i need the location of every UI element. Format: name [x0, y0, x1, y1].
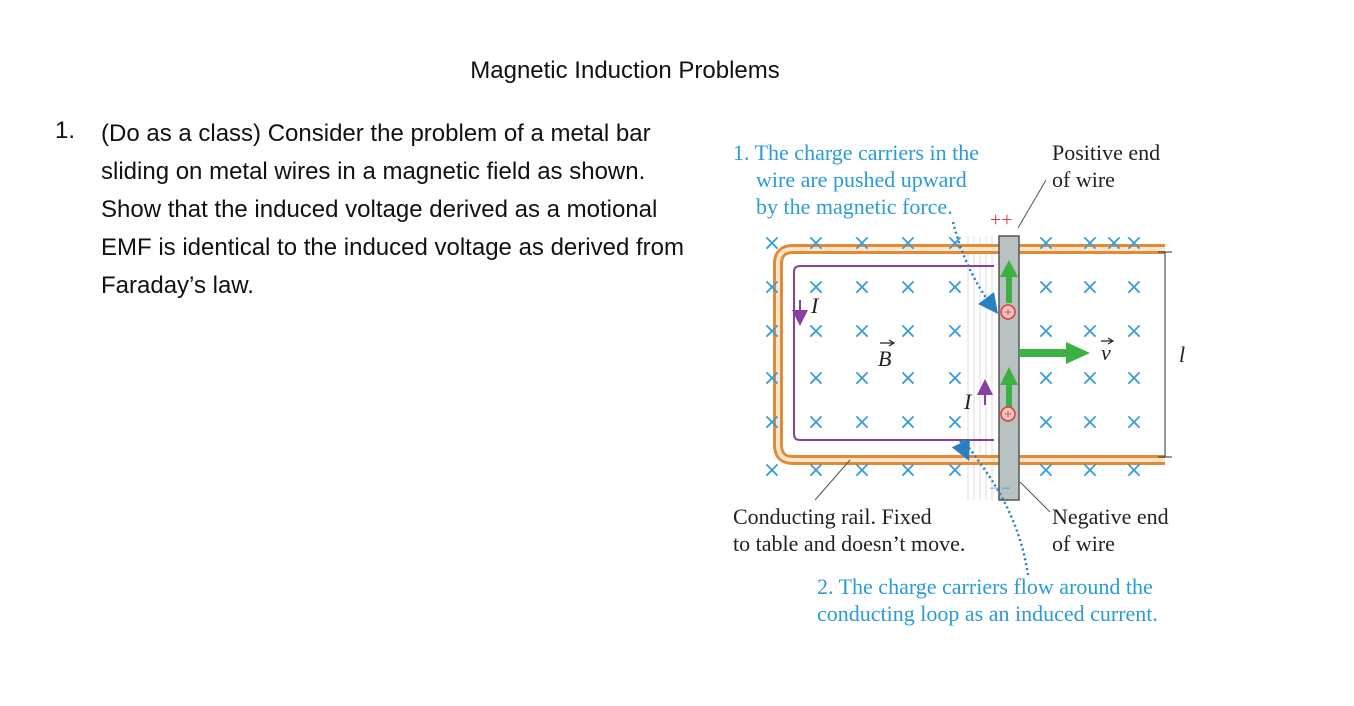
plus-marks: ++	[990, 209, 1013, 231]
field-x-marker: ×	[946, 366, 964, 391]
negative-end-label: Negative end of wire	[1052, 504, 1169, 556]
problem-text: (Do as a class) Consider the problem of …	[101, 120, 684, 299]
conducting-rail	[773, 244, 1165, 465]
minus-marks: – –	[989, 479, 1011, 496]
rail-label: Conducting rail. Fixed to table and does…	[733, 504, 965, 556]
field-x-marker: ×	[763, 231, 781, 256]
svg-text:+: +	[1004, 305, 1011, 319]
positive-charge-top: +	[1000, 304, 1016, 320]
field-x-marker: ×	[807, 366, 825, 391]
field-x-marker: ×	[853, 458, 871, 483]
field-x-marker: ×	[1125, 231, 1143, 256]
positive-charge-bottom: +	[1000, 406, 1016, 422]
field-x-marker: ×	[1125, 410, 1143, 435]
field-x-marker: ×	[1081, 319, 1099, 344]
field-x-marker: ×	[1081, 366, 1099, 391]
field-x-marker: ×	[1081, 410, 1099, 435]
force-arrows	[1000, 260, 1018, 411]
field-vector-arrow	[880, 339, 896, 347]
svg-text:of wire: of wire	[1052, 167, 1115, 192]
field-x-marker: ×	[763, 458, 781, 483]
field-x-marker: ×	[1081, 458, 1099, 483]
field-x-marker: ×	[1125, 366, 1143, 391]
field-x-marker: ×	[763, 319, 781, 344]
field-x-marker: ×	[1081, 275, 1099, 300]
field-x-marker: ×	[853, 275, 871, 300]
velocity-label: v	[1101, 340, 1111, 365]
field-x-marker: ×	[946, 275, 964, 300]
field-x-marker: ×	[1125, 275, 1143, 300]
field-x-marker: ×	[899, 319, 917, 344]
field-x-marker: ×	[899, 458, 917, 483]
svg-text:to table and doesn’t move.: to table and doesn’t move.	[733, 531, 965, 556]
callout2-text: 2. The charge carriers flow around the c…	[817, 574, 1158, 626]
field-x-marker: ×	[763, 275, 781, 300]
field-x-marker: ×	[807, 458, 825, 483]
field-x-marker: ×	[899, 231, 917, 256]
field-x-marker: ×	[807, 231, 825, 256]
svg-text:by the magnetic force.: by the magnetic force.	[756, 194, 953, 219]
svg-text:of wire: of wire	[1052, 531, 1115, 556]
svg-text:+: +	[1004, 407, 1011, 421]
field-x-marker: ×	[946, 458, 964, 483]
field-x-marker: ×	[1037, 458, 1055, 483]
field-x-marker: ×	[899, 275, 917, 300]
negative-end-leader	[1019, 481, 1051, 513]
field-x-marker: ×	[1037, 231, 1055, 256]
current-label-top: I	[810, 293, 820, 318]
svg-text:wire are pushed upward: wire are pushed upward	[756, 167, 967, 192]
field-x-marker: ×	[807, 410, 825, 435]
velocity-vector-arrow	[1101, 337, 1115, 345]
field-x-marker: ×	[853, 366, 871, 391]
field-x-marker: ×	[763, 366, 781, 391]
page-title: Magnetic Induction Problems	[470, 57, 780, 84]
svg-text:Positive end: Positive end	[1052, 140, 1160, 165]
positive-end-label: Positive end of wire	[1052, 140, 1160, 192]
field-x-marker: ×	[1037, 319, 1055, 344]
field-x-marker: ×	[853, 231, 871, 256]
field-x-marker: ×	[1037, 410, 1055, 435]
magnetic-field-markers: × × × × × × × × × × × × × × × × × × × × × × × × × × × × × × × × × × × × × × × ×…	[763, 231, 1143, 483]
field-x-marker: ×	[1037, 366, 1055, 391]
field-x-marker: ×	[1125, 458, 1143, 483]
positive-end-leader	[1017, 179, 1047, 229]
svg-text:2. The charge carriers flow ar: 2. The charge carriers flow around the	[817, 574, 1153, 599]
field-x-marker: ×	[899, 366, 917, 391]
velocity-arrow	[1019, 342, 1090, 364]
problem-number: 1.	[55, 117, 76, 144]
length-dimension	[1158, 251, 1172, 458]
rail-leader	[814, 459, 851, 501]
svg-text:Negative end: Negative end	[1052, 504, 1169, 529]
field-x-marker: ×	[946, 410, 964, 435]
induced-current-loop	[793, 265, 994, 441]
field-x-marker: ×	[853, 319, 871, 344]
field-x-marker: ×	[946, 231, 964, 256]
field-x-marker: ×	[1081, 231, 1099, 256]
field-x-marker: ×	[807, 319, 825, 344]
field-x-marker: ×	[1105, 231, 1123, 256]
svg-text:conducting loop as an induced: conducting loop as an induced current.	[817, 601, 1158, 626]
field-x-marker: ×	[899, 410, 917, 435]
svg-text:1. The charge carriers in the: 1. The charge carriers in the	[733, 140, 979, 165]
field-x-marker: ×	[853, 410, 871, 435]
field-x-marker: ×	[1037, 275, 1055, 300]
field-label: B	[878, 346, 891, 371]
field-x-marker: ×	[807, 275, 825, 300]
field-x-marker: ×	[946, 319, 964, 344]
callout2-dotted-arrow	[951, 438, 1030, 576]
svg-text:Conducting rail. Fixed: Conducting rail. Fixed	[733, 504, 932, 529]
field-x-marker: ×	[763, 410, 781, 435]
length-label: l	[1179, 342, 1185, 367]
current-label-bottom: I	[963, 389, 973, 414]
callout1-text: 1. The charge carriers in the wire are p…	[733, 140, 979, 219]
field-x-marker: ×	[1125, 319, 1143, 344]
